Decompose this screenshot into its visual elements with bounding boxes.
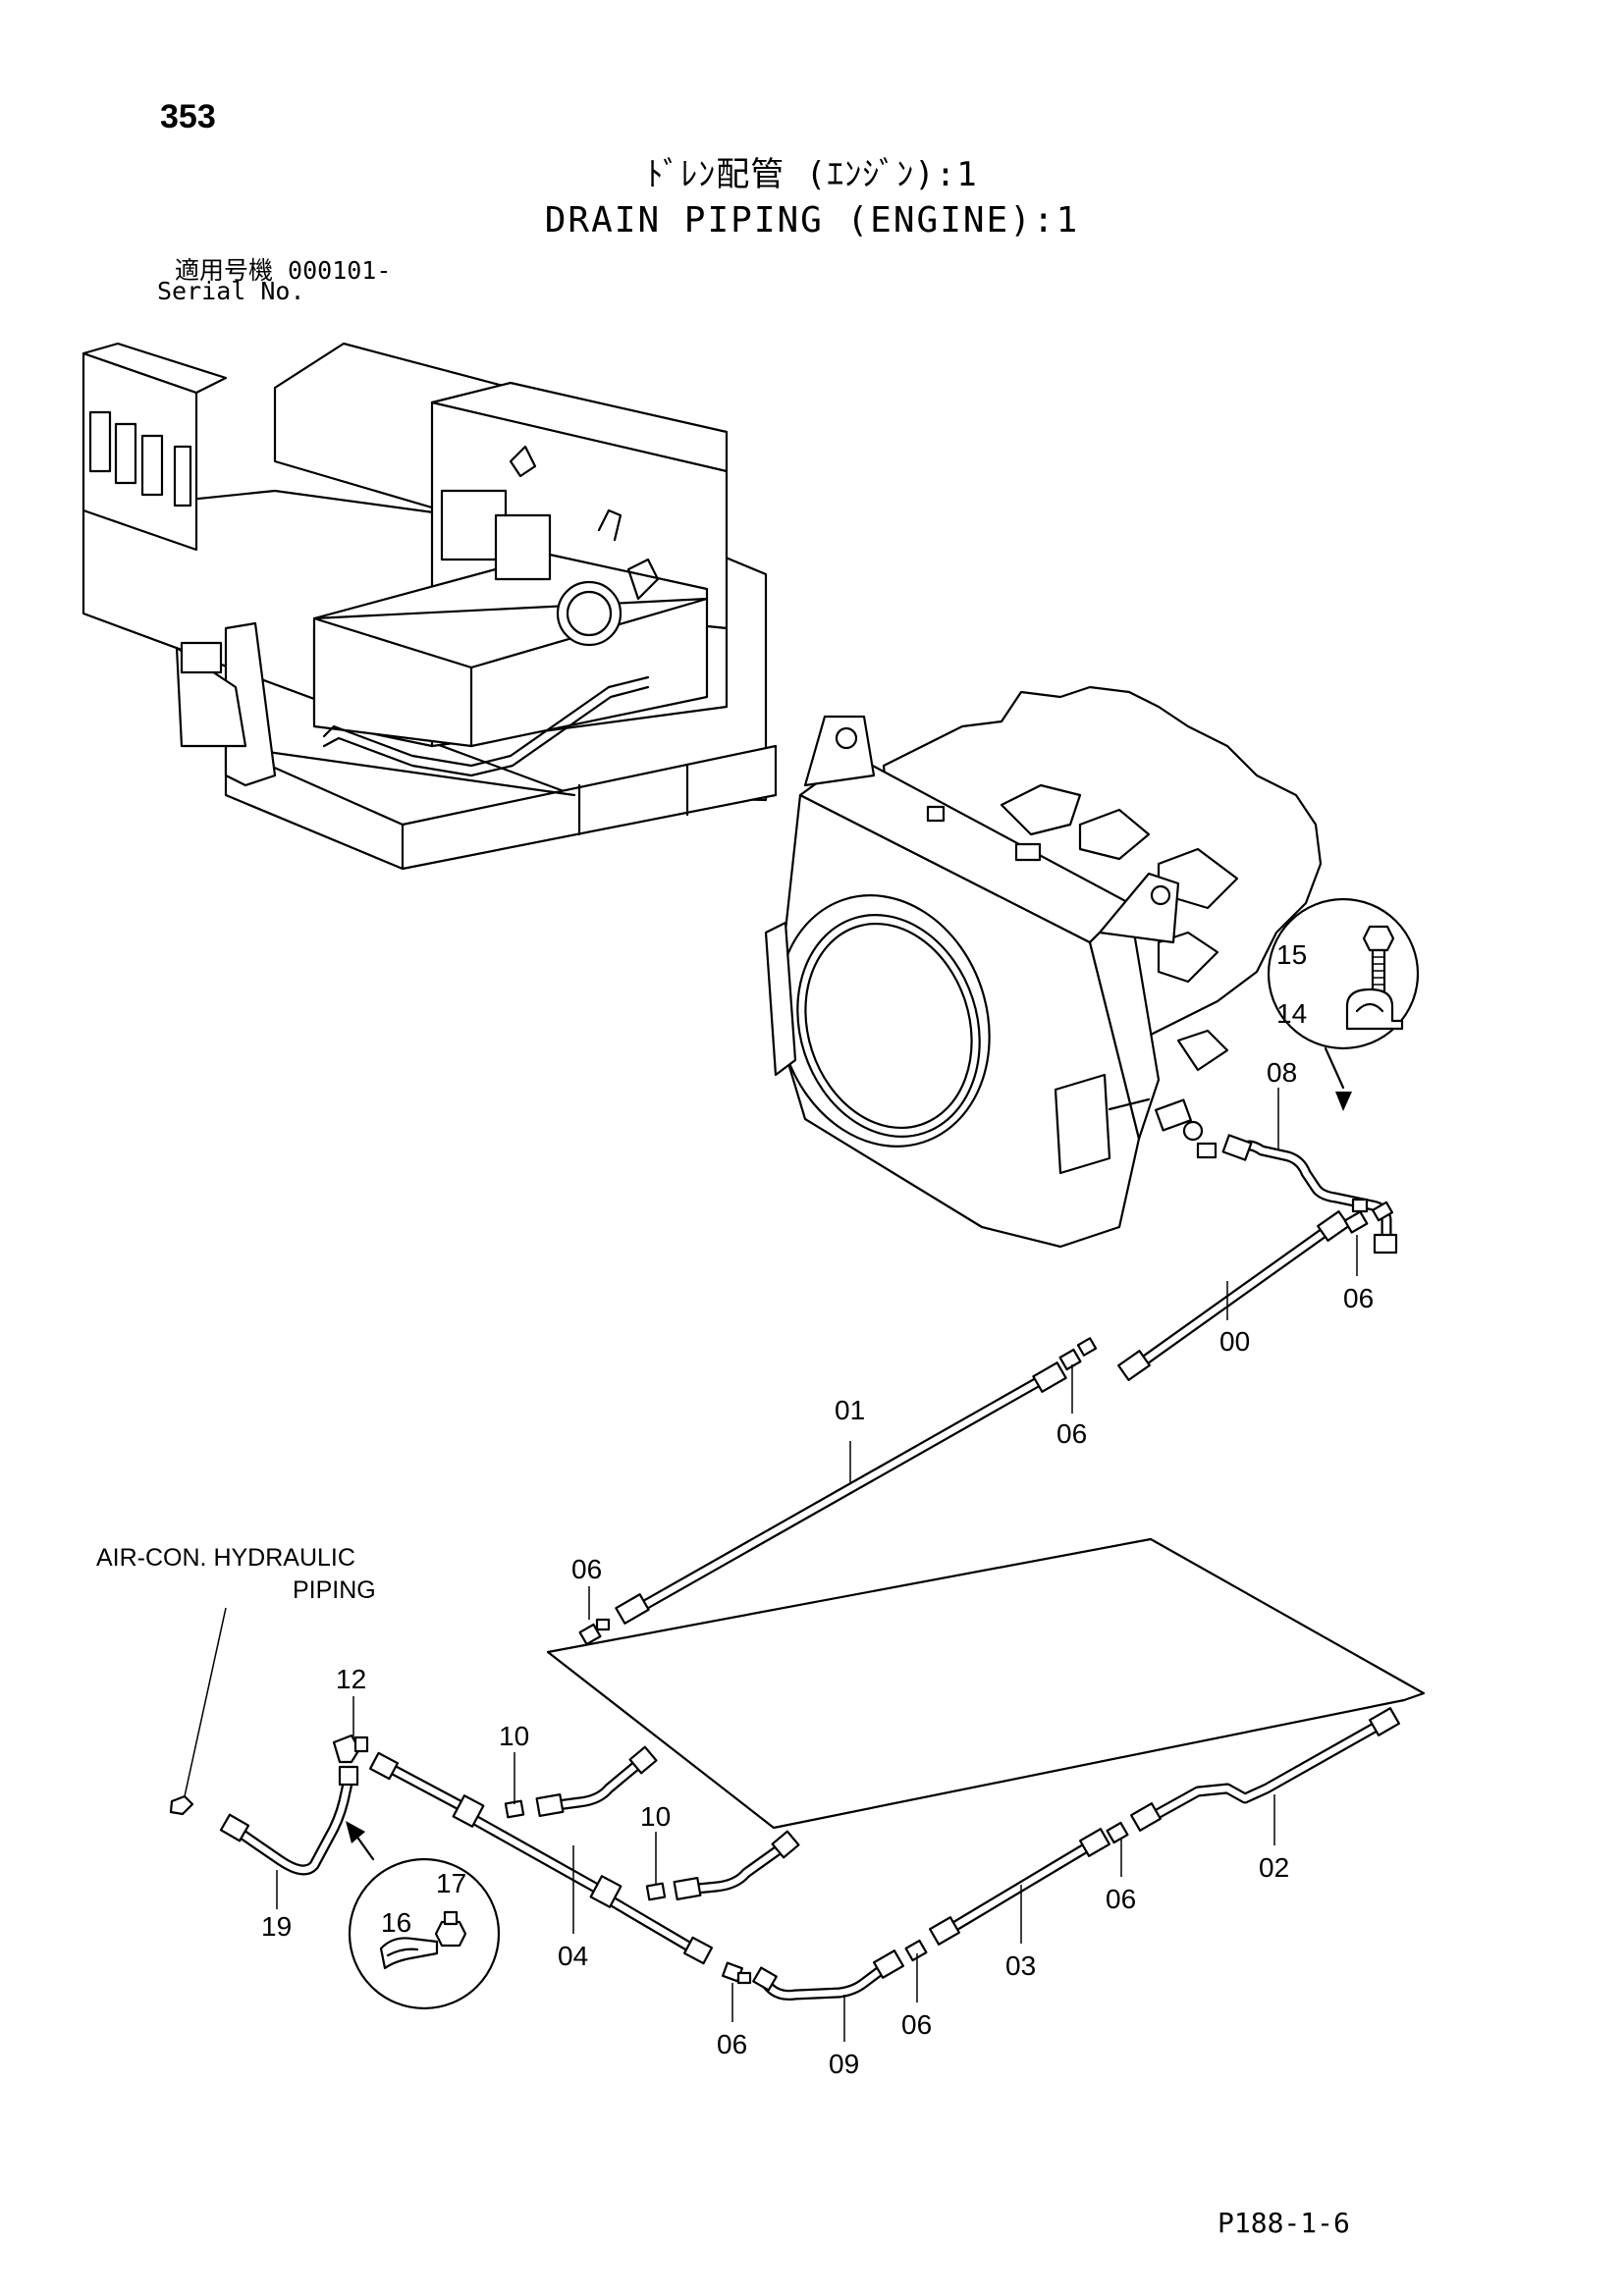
callout-06-f: 06 — [717, 2029, 747, 2059]
fittings — [169, 1198, 1394, 1985]
callout-10-b: 10 — [640, 1801, 671, 1832]
floor-plane — [546, 1537, 1426, 1830]
aircon-note-line2: PIPING — [293, 1576, 376, 1604]
callout-08: 08 — [1267, 1057, 1297, 1088]
callout-00: 00 — [1219, 1326, 1250, 1357]
title-japanese: ﾄﾞﾚﾝ配管 (ｴﾝｼﾞﾝ):1 — [646, 155, 978, 194]
pipe-10-hose-lower — [673, 1830, 800, 1901]
pipe-08 — [1221, 1134, 1398, 1255]
pipe-19 — [219, 1765, 359, 1876]
detail-circle-clamp-lower — [346, 1821, 501, 2010]
callout-06-a: 06 — [1343, 1283, 1374, 1313]
callout-06-d: 06 — [1106, 1884, 1136, 1914]
engine-assembly — [764, 685, 1323, 1249]
callout-01: 01 — [835, 1395, 865, 1425]
pipe-09 — [752, 1949, 904, 2001]
callout-16: 16 — [381, 1907, 411, 1938]
callout-06-c: 06 — [571, 1554, 602, 1584]
serial-label-japanese: 適用号機 000101- — [175, 256, 392, 285]
title-english: DRAIN PIPING (ENGINE):1 — [544, 200, 1080, 240]
callout-10-a: 10 — [499, 1721, 529, 1751]
serial-label-english: Serial No. — [157, 277, 305, 305]
machine-overview — [81, 342, 778, 871]
callout-19: 19 — [261, 1911, 292, 1942]
callout-17: 17 — [436, 1868, 466, 1898]
callout-04: 04 — [558, 1941, 588, 1971]
callout-14: 14 — [1276, 998, 1307, 1029]
callout-15: 15 — [1276, 939, 1307, 970]
pipe-03 — [929, 1828, 1110, 1946]
leader-lines — [184, 1088, 1358, 2042]
callout-12: 12 — [336, 1664, 366, 1694]
callout-labels: 15 14 08 06 00 06 01 06 12 10 10 02 06 0… — [261, 939, 1374, 2079]
callout-03: 03 — [1005, 1950, 1036, 1981]
callout-06-e: 06 — [901, 2009, 932, 2040]
pipe-04 — [368, 1751, 714, 1965]
pipe-01 — [615, 1362, 1067, 1625]
pipe-10-hose-upper — [535, 1745, 658, 1818]
pipe-02 — [1130, 1707, 1400, 1832]
callout-06-b: 06 — [1056, 1418, 1087, 1449]
figure-code: P188-1-6 — [1218, 2207, 1350, 2239]
aircon-note-line1: AIR-CON. HYDRAULIC — [96, 1544, 355, 1572]
callout-09: 09 — [829, 2049, 859, 2079]
page-number: 353 — [160, 98, 216, 135]
callout-02: 02 — [1259, 1852, 1289, 1883]
detail-circle-clamp-upper — [1267, 897, 1420, 1111]
pipe-00 — [1117, 1210, 1350, 1381]
